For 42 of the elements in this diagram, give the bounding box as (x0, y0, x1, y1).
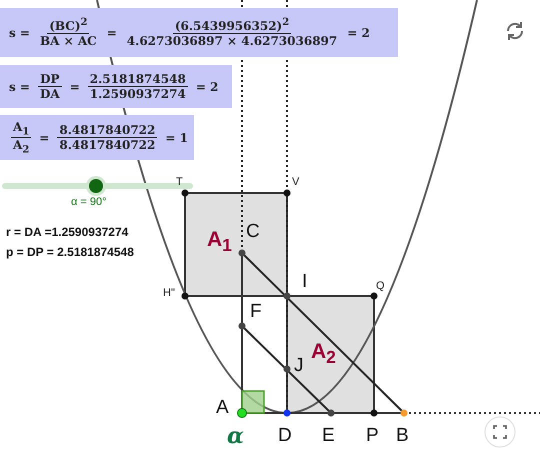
numerator: 2.5181874548 (88, 72, 188, 87)
point-label: J (294, 356, 304, 377)
formula-text: = 2 (347, 26, 370, 40)
area-label: A$_{1}$ (207, 228, 232, 256)
denominator: 1.2590937274 (88, 87, 187, 101)
denominator: BA × AC (39, 34, 98, 48)
point-label: T (176, 176, 183, 188)
point-label: D (278, 426, 292, 447)
point-label: H" (163, 287, 175, 300)
denominator: 4.6273036897 × 4.6273036897 (126, 34, 338, 48)
slider-value: α = 90° (71, 196, 107, 208)
formula-box (0, 65, 232, 108)
area-label: A$_{2}$ (311, 340, 336, 368)
formula-text: s = (9, 80, 30, 94)
formula-box (0, 8, 398, 57)
point-label: P (366, 426, 379, 447)
numerator: 8.4817840722 (57, 123, 158, 138)
numerator: A$_{1}$ (11, 120, 32, 138)
measurement-text: r = DA =1.2590937274 (6, 226, 128, 240)
numerator: (BC)$^{2}$ (47, 17, 90, 34)
measurement-text: p = DP = 2.5181874548 (6, 246, 134, 260)
denominator: DA (39, 87, 61, 101)
point-label: C (246, 222, 260, 243)
point-label: E (322, 426, 335, 447)
denominator: 8.4817840722 (58, 138, 156, 152)
numerator: (6.5439956352)$^{2}$ (172, 17, 292, 34)
formula-text: = (70, 80, 80, 94)
formula-text: s = (9, 26, 30, 40)
point-label: B (396, 426, 409, 447)
formula-text: = (106, 26, 117, 40)
point-label: I (302, 272, 308, 293)
formula-text: = 1 (165, 130, 188, 144)
formula-text: = (39, 130, 50, 144)
point-label: V (292, 176, 300, 188)
point-label: F (250, 302, 262, 323)
denominator: A$_{2}$ (12, 138, 30, 156)
numerator: DP (38, 72, 62, 87)
point-label: A (216, 398, 229, 419)
point-label: Q (376, 280, 385, 292)
angle-label: α (227, 424, 244, 448)
formula-text: = 2 (196, 80, 218, 94)
formula-box (0, 115, 194, 160)
